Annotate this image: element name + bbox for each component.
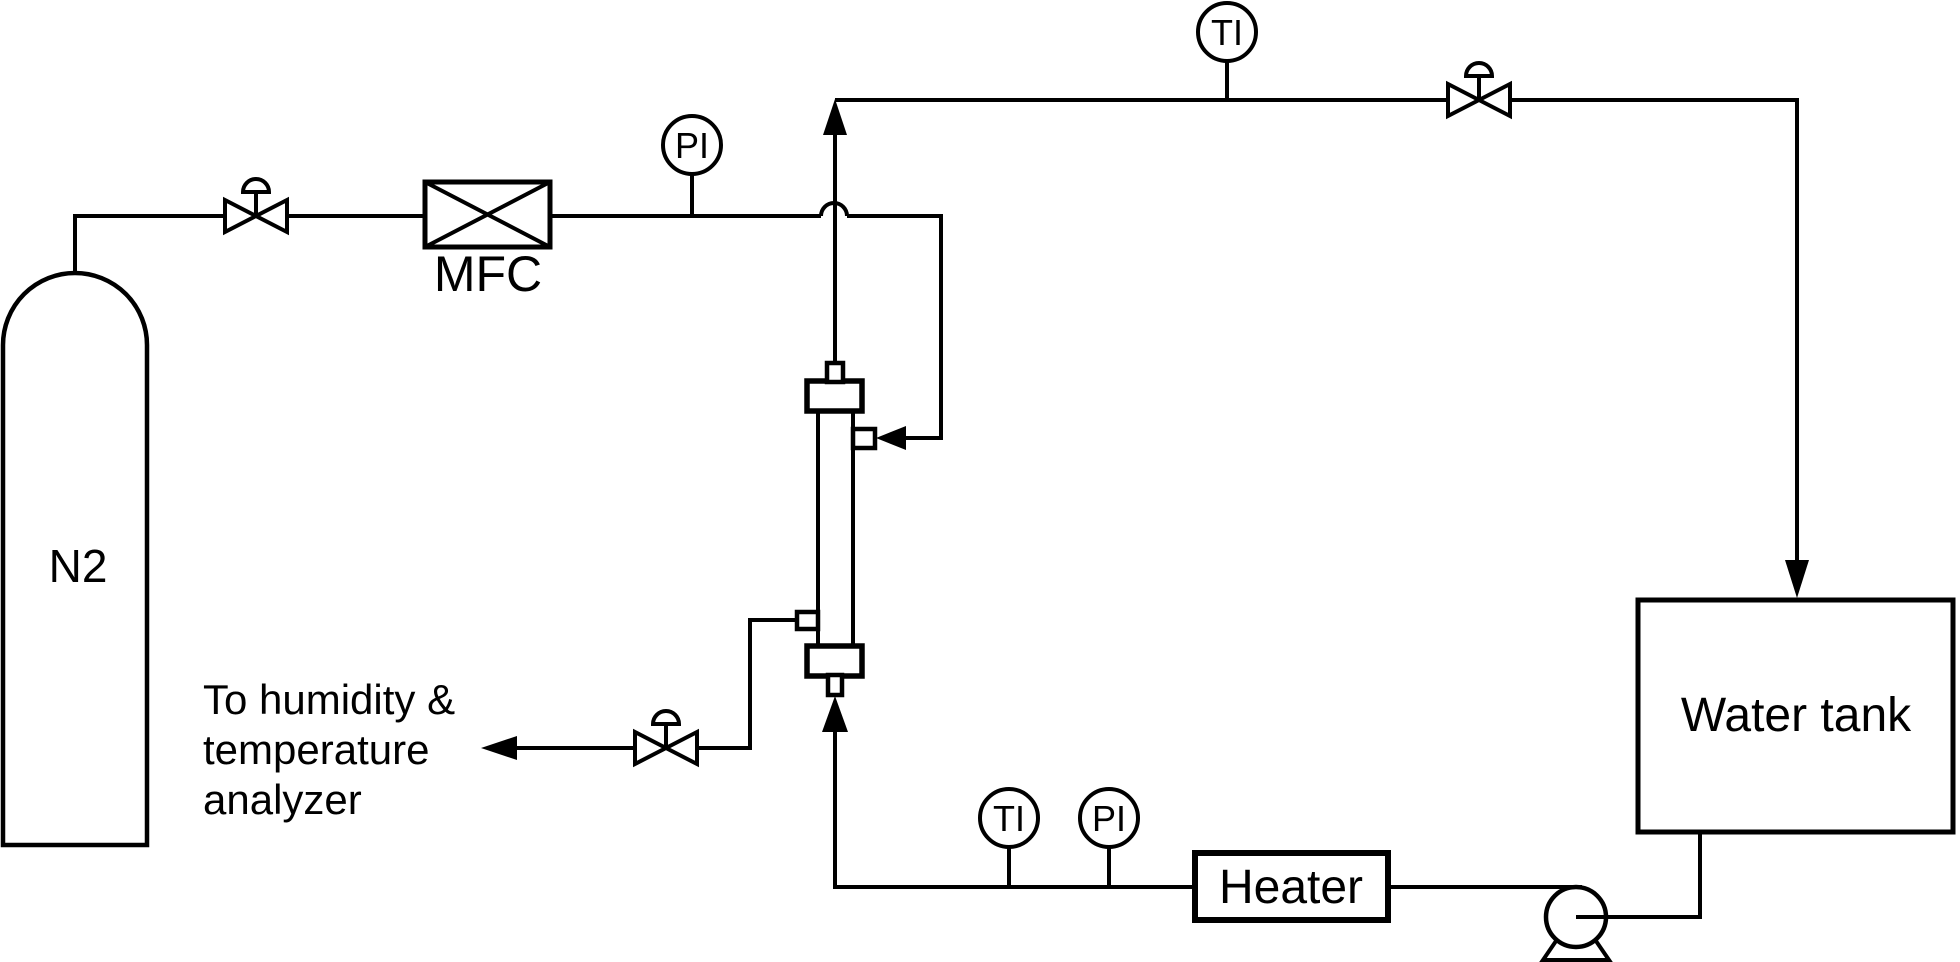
- membrane-module: [794, 360, 878, 698]
- gauge-pi-gas: PI: [661, 114, 723, 176]
- pipe-header-to-tank: [1510, 98, 1799, 562]
- gauge-ti-water: TI: [978, 787, 1040, 849]
- membrane-bottom-neck: [825, 672, 845, 698]
- valve-header-body-icon: [1446, 80, 1512, 120]
- heater-label: Heater: [1219, 861, 1363, 914]
- pipe-heater-to-membrane-bottom: [833, 728, 1195, 889]
- membrane-bottom-cap: [804, 643, 865, 679]
- membrane-side-port-inlet: [850, 426, 878, 451]
- pipe-membrane-outlet-to-valve: [697, 618, 797, 750]
- valve-header-actuator-icon: [1463, 61, 1495, 78]
- valve-n2-body-icon: [223, 196, 289, 236]
- gauge-ti-water-circle: [978, 787, 1040, 849]
- arrow-left-to-analyzer-icon: [481, 736, 517, 760]
- membrane-side-port-outlet: [794, 609, 821, 632]
- n2-cylinder-label: N2: [49, 540, 108, 592]
- pump: [1539, 832, 1702, 962]
- gauge-ti-header-circle: [1196, 1, 1258, 63]
- arrow-up-into-membrane-icon: [822, 696, 848, 732]
- analyzer-note-line3: analyzer: [203, 776, 362, 823]
- gauge-ti-header: TI: [1196, 1, 1258, 63]
- valve-n2-actuator-icon: [240, 177, 272, 194]
- valve-gas-outlet: [633, 709, 699, 768]
- piping: [73, 61, 1799, 889]
- membrane-body: [816, 408, 855, 648]
- water-tank-label: Water tank: [1681, 689, 1912, 742]
- arrow-up-into-header-icon: [823, 99, 847, 135]
- valve-gas-outlet-body-icon: [633, 728, 699, 768]
- membrane-top-cap: [804, 378, 865, 414]
- gauge-ti-water-label: TI: [993, 798, 1025, 839]
- valve-gas-outlet-actuator-icon: [650, 709, 682, 726]
- flow-arrows: [481, 99, 1809, 760]
- water-tank: [1635, 597, 1956, 835]
- analyzer-note-line2: temperature: [203, 726, 429, 773]
- arrow-left-into-membrane-icon: [876, 426, 906, 450]
- membrane-top-neck: [824, 360, 846, 385]
- pump-base: [1539, 939, 1613, 962]
- gauge-ti-header-label: TI: [1211, 12, 1243, 53]
- heater: [1192, 850, 1391, 923]
- analyzer-note-line1: To humidity &: [203, 676, 455, 723]
- arrow-down-into-tank-icon: [1785, 560, 1809, 598]
- gauge-pi-gas-circle: [661, 114, 723, 176]
- gauge-pi-water-circle: [1078, 787, 1140, 849]
- n2-cylinder: [0, 270, 150, 848]
- pipe-gas-to-membrane-inlet: [847, 214, 943, 440]
- pipe-n2-to-valve: [73, 214, 225, 273]
- gauge-pi-water: PI: [1078, 787, 1140, 849]
- mfc-cross: [424, 180, 551, 249]
- pipe-tank-to-pump: [1576, 832, 1702, 919]
- analyzer-note: To humidity & temperature analyzer: [203, 676, 455, 823]
- mfc-label: MFC: [434, 246, 542, 302]
- valve-header: [1446, 61, 1512, 120]
- gauge-pi-gas-label: PI: [675, 125, 709, 166]
- gauge-pi-water-label: PI: [1092, 798, 1126, 839]
- valve-n2: [223, 177, 289, 236]
- mass-flow-controller: MFC: [422, 179, 553, 302]
